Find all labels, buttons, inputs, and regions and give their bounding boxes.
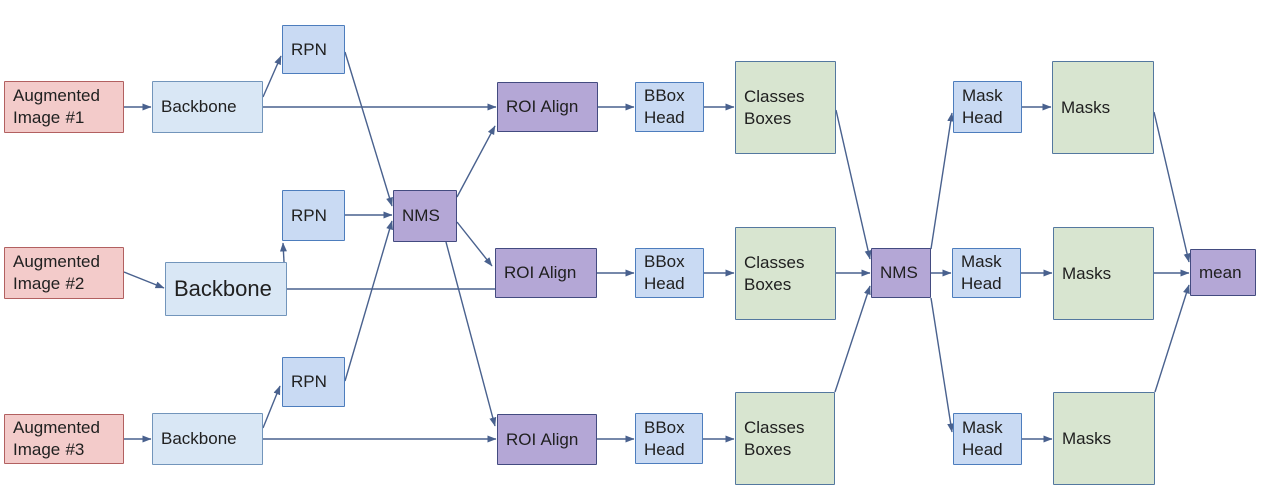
edges-group: [123, 51, 1191, 443]
mask-head-1: Mask Head: [953, 81, 1022, 133]
edge-backbone-1-to-rpn-1: [262, 55, 282, 98]
edge-backbone-2-to-rpn-2: [279, 242, 287, 263]
bbox-head-1: BBox Head: [635, 82, 704, 132]
edge-nms-2-to-mask-head-3: [930, 297, 955, 433]
aug-image-1: Augmented Image #1: [4, 81, 124, 133]
nms-1: NMS: [393, 190, 457, 242]
backbone-2: Backbone: [165, 262, 287, 316]
edge-masks-3-to-mean: [1154, 284, 1190, 393]
bbox-head-3: BBox Head: [635, 413, 703, 464]
masks-1: Masks: [1052, 61, 1154, 154]
edge-aug-image-2-to-backbone-2: [123, 271, 165, 289]
rpn-1: RPN: [282, 25, 345, 74]
roi-align-3: ROI Align: [497, 414, 597, 465]
edge-masks-1-to-mean: [1153, 111, 1191, 263]
rpn-2: RPN: [282, 190, 345, 241]
edge-backbone-3-to-rpn-3: [262, 385, 281, 429]
edge-nms-1-to-roi-align-2: [456, 221, 493, 267]
backbone-3: Backbone: [152, 413, 263, 465]
backbone-1: Backbone: [152, 81, 263, 133]
masks-3: Masks: [1053, 392, 1155, 485]
edge-nms-1-to-roi-align-3: [445, 241, 497, 427]
nms-2: NMS: [871, 248, 931, 298]
mask-head-3: Mask Head: [953, 413, 1022, 465]
edge-rpn-1-to-nms-1: [344, 51, 393, 207]
bbox-head-2: BBox Head: [635, 248, 704, 298]
edge-nms-2-to-mask-head-1: [930, 112, 955, 250]
edge-nms-1-to-roi-align-1: [456, 125, 496, 198]
classes-boxes-2: Classes Boxes: [735, 227, 836, 320]
edge-classes-boxes-1-to-nms-2: [835, 109, 872, 260]
mean: mean: [1190, 249, 1256, 296]
masks-2: Masks: [1053, 227, 1154, 320]
classes-boxes-3: Classes Boxes: [735, 392, 835, 485]
classes-boxes-1: Classes Boxes: [735, 61, 836, 154]
mask-head-2: Mask Head: [952, 248, 1021, 298]
aug-image-2: Augmented Image #2: [4, 247, 124, 299]
roi-align-2: ROI Align: [495, 248, 597, 298]
rpn-3: RPN: [282, 357, 345, 407]
roi-align-1: ROI Align: [497, 82, 598, 132]
aug-image-3: Augmented Image #3: [4, 414, 124, 464]
edge-classes-boxes-3-to-nms-2: [834, 285, 871, 393]
edge-rpn-3-to-nms-1: [344, 220, 393, 382]
